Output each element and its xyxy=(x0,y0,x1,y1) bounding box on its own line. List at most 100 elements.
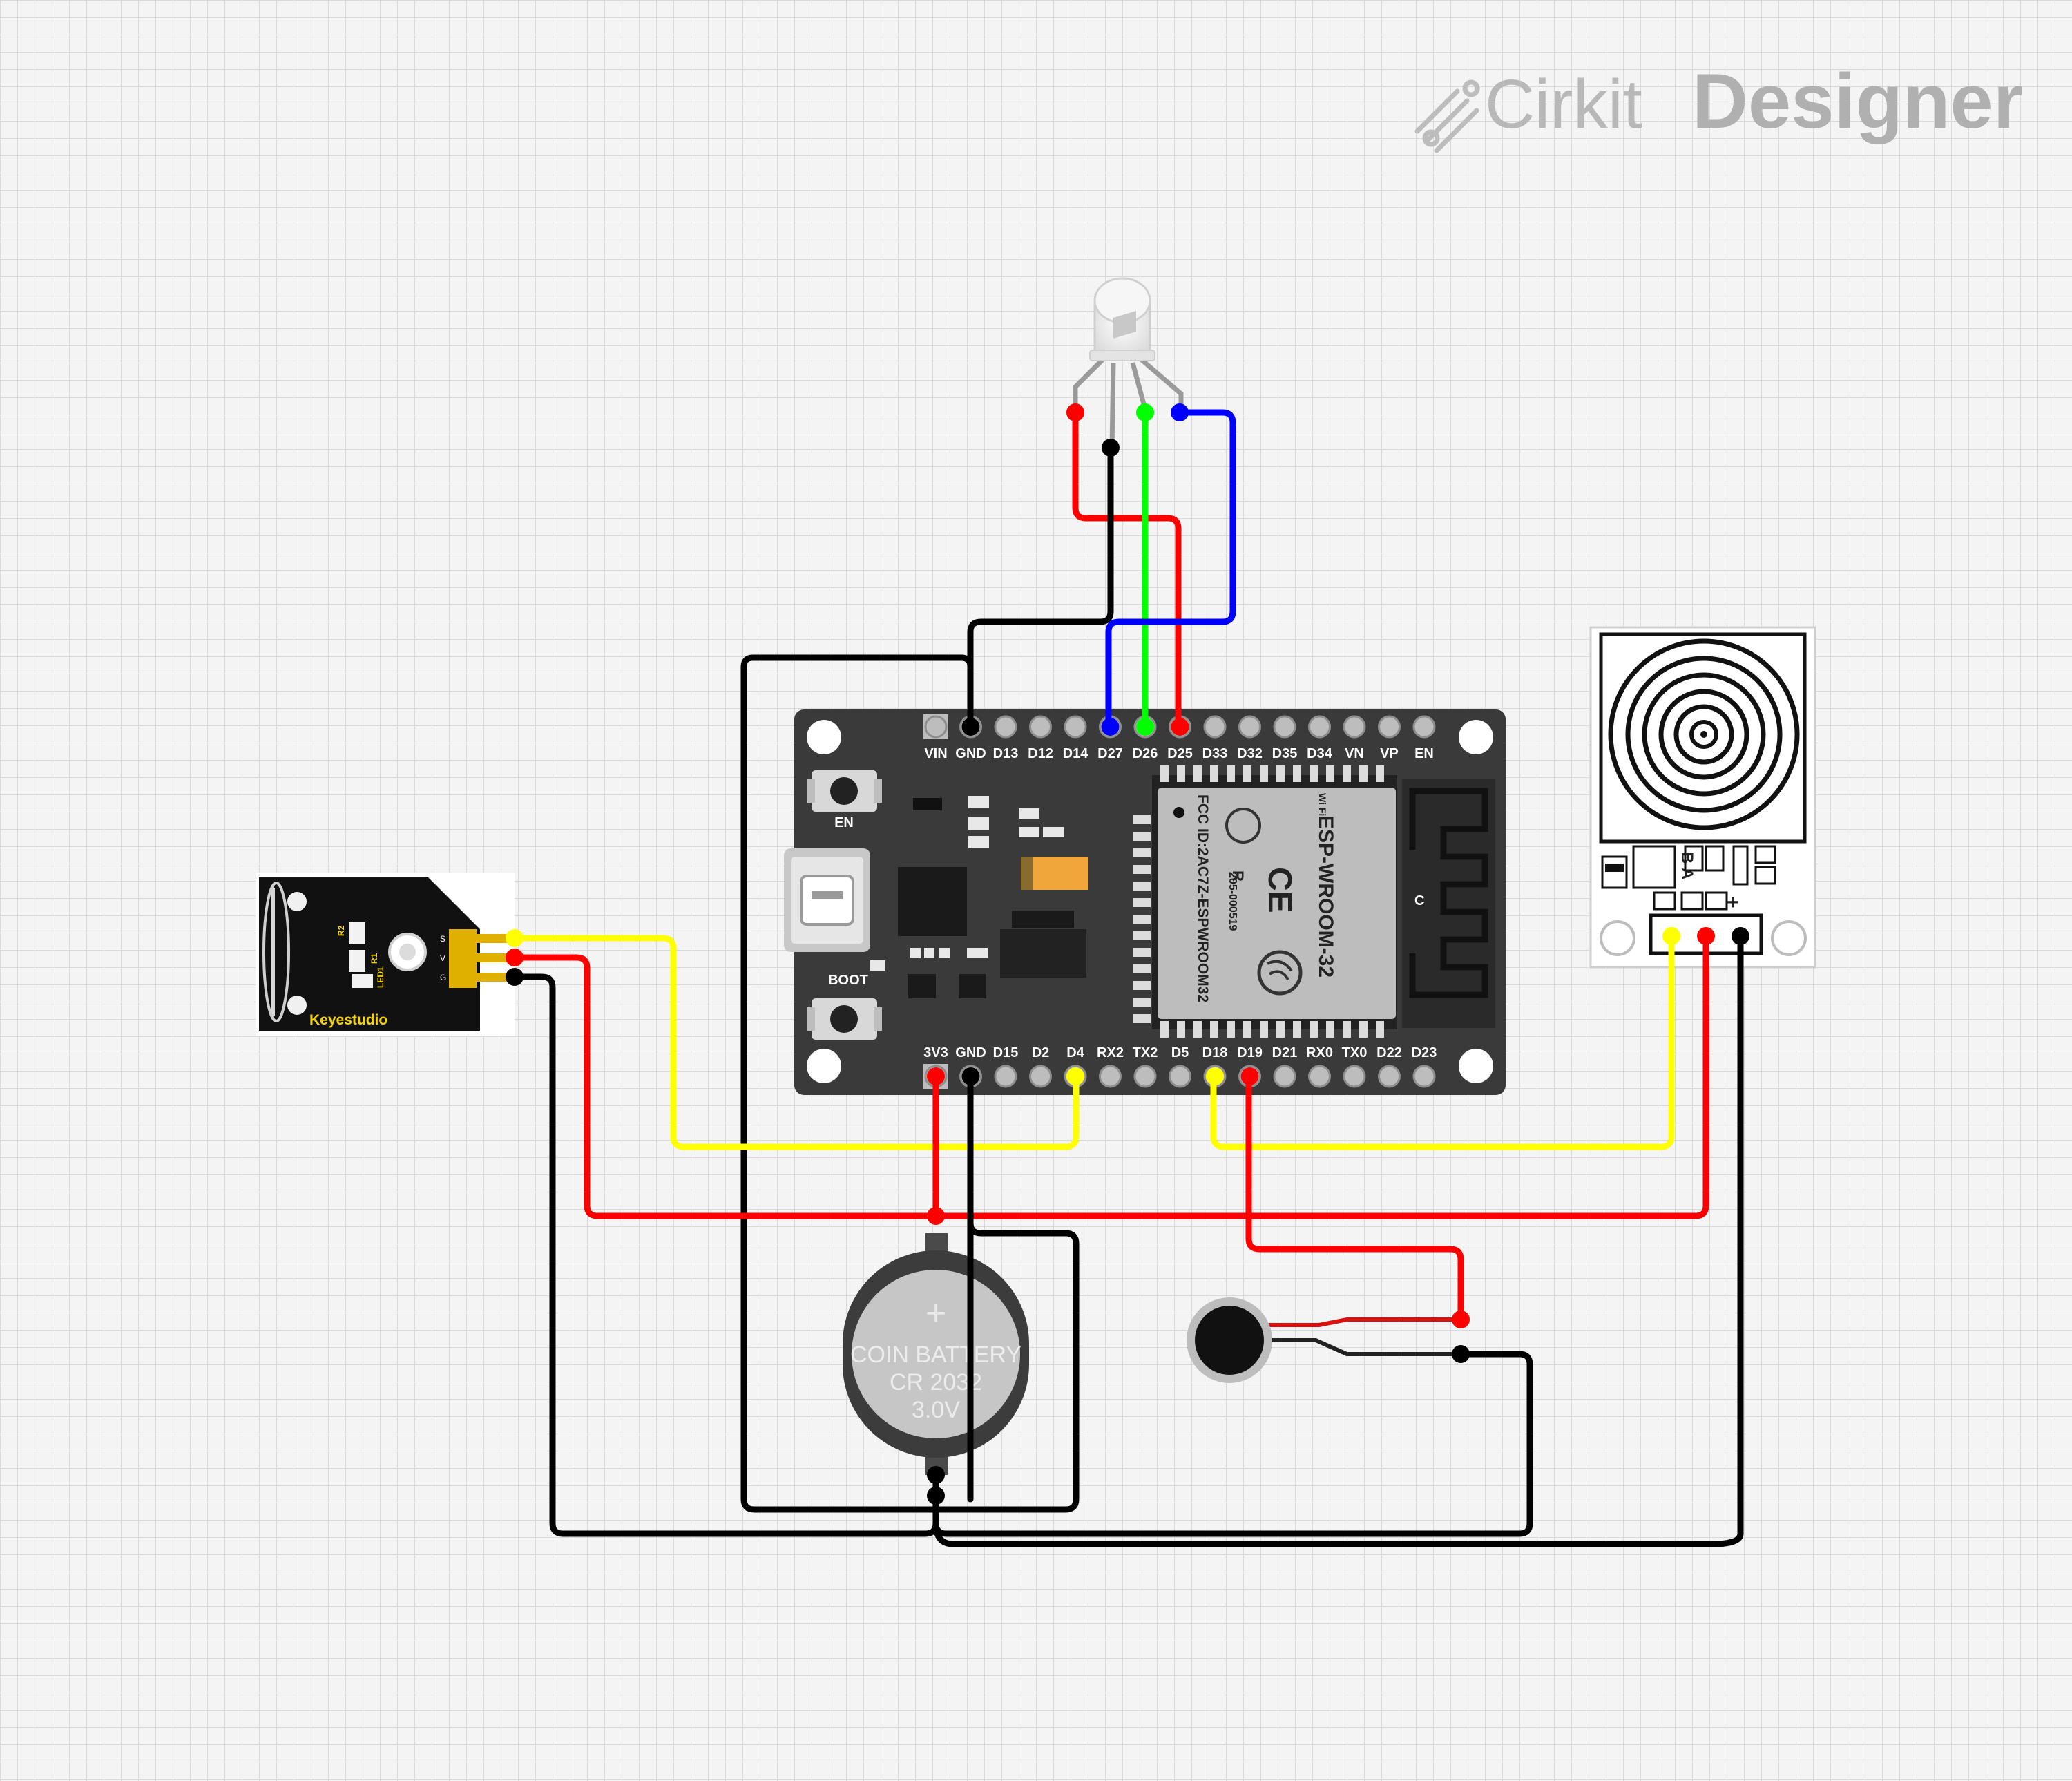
top-header-pin-vp[interactable] xyxy=(1378,715,1401,739)
espressif-logo-icon xyxy=(1257,950,1303,996)
battery-plus: + xyxy=(925,1293,946,1333)
pin-s[interactable]: S xyxy=(440,934,515,944)
vibration-motor[interactable] xyxy=(1187,1297,1461,1383)
smd-transistor xyxy=(908,974,936,998)
module-sensor-lens xyxy=(399,944,416,960)
module-r-mark: R xyxy=(1229,870,1247,882)
coin-battery[interactable]: + COIN BATTERY CR 2032 3.0V xyxy=(843,1233,1029,1475)
bottom-header-pin-d2[interactable] xyxy=(1029,1065,1052,1088)
bottom-header-pin-label: TX0 xyxy=(1342,1045,1368,1060)
bottom-header-pin-d5[interactable] xyxy=(1169,1065,1191,1088)
touch-pad-ring xyxy=(1642,672,1766,797)
wire-led-red[interactable] xyxy=(1072,409,1182,730)
keyestudio-sensor-module[interactable]: R2 R1 LED1 Keyestudio S V G xyxy=(256,873,515,1036)
module-brand: Keyestudio xyxy=(309,1012,387,1028)
smd-component xyxy=(1653,891,1676,911)
bottom-header-pin-d15[interactable] xyxy=(994,1065,1017,1088)
boot-button[interactable] xyxy=(807,998,882,1040)
mount-hole xyxy=(1771,920,1807,956)
wire-gnd-loop[interactable] xyxy=(740,654,1080,1513)
wire-motor-signal[interactable] xyxy=(1245,1073,1464,1323)
led-leg xyxy=(1109,362,1116,450)
top-header-pin-d35[interactable] xyxy=(1273,715,1296,739)
mount-hole xyxy=(807,1049,841,1083)
regulator-tab xyxy=(1012,911,1074,928)
smd-component xyxy=(1705,845,1725,872)
mount-hole xyxy=(1600,920,1635,956)
touch-pad-center xyxy=(1700,731,1707,738)
bottom-header-pin-label: D21 xyxy=(1272,1045,1298,1060)
en-button[interactable] xyxy=(807,770,882,812)
bottom-header-pin-label: TX2 xyxy=(1133,1045,1158,1060)
pin-g[interactable]: G xyxy=(440,973,515,982)
smd-resistor xyxy=(349,922,365,944)
top-header-pin-label: D33 xyxy=(1202,746,1228,761)
smd-component xyxy=(913,798,942,810)
top-header-pin-d12[interactable] xyxy=(1029,715,1052,739)
wire-motor-gnd[interactable] xyxy=(932,1351,1533,1537)
mount-hole xyxy=(1459,720,1493,754)
mount-hole xyxy=(807,720,841,754)
silk-r1: R1 xyxy=(370,953,379,964)
top-header-pin-vin[interactable] xyxy=(923,714,948,739)
pin-s-label: S xyxy=(440,934,445,944)
top-header-pin-label: D34 xyxy=(1307,746,1333,761)
wire-touch-signal[interactable] xyxy=(1210,933,1675,1150)
battery-line2: CR 2032 xyxy=(890,1369,982,1396)
top-header-pin-label: D12 xyxy=(1028,746,1053,761)
top-header-pin-label: VIN xyxy=(924,746,947,761)
bottom-header-pin-rx2[interactable] xyxy=(1099,1065,1122,1088)
wires xyxy=(511,409,1744,1547)
pin-v[interactable]: V xyxy=(440,953,515,963)
touch-sensor-module[interactable]: B A + xyxy=(1589,626,1816,969)
top-header-pin-label: GND xyxy=(955,746,986,761)
motor-face xyxy=(1195,1306,1264,1375)
bottom-header-pin-tx0[interactable] xyxy=(1343,1065,1366,1088)
battery-line1: COIN BATTERY xyxy=(850,1342,1021,1368)
top-header-pin-d32[interactable] xyxy=(1238,715,1261,739)
smd-component xyxy=(910,948,921,958)
top-header-pin-d14[interactable] xyxy=(1064,715,1087,739)
top-header-pin-vn[interactable] xyxy=(1343,715,1366,739)
touch-pad-ring xyxy=(1689,720,1718,749)
led-die xyxy=(1113,311,1136,339)
usb-uart-chip xyxy=(898,867,967,936)
wire-sensor-gnd[interactable] xyxy=(511,973,939,1537)
touch-pad-ring xyxy=(1673,704,1734,765)
wire-led-black[interactable] xyxy=(967,446,1114,730)
led-base xyxy=(1089,350,1155,361)
top-header-pin-label: VP xyxy=(1380,746,1399,761)
voltage-regulator xyxy=(1000,929,1086,978)
wire-sensor-vcc[interactable] xyxy=(511,933,1709,1219)
wire-led-blue[interactable] xyxy=(1105,409,1236,730)
wire-sensor-signal[interactable] xyxy=(511,935,1080,1150)
antenna-label: C xyxy=(1414,893,1424,908)
bottom-header-pin-d22[interactable] xyxy=(1378,1065,1401,1088)
top-header-pin-label: D26 xyxy=(1133,746,1158,761)
smd-component xyxy=(1705,891,1728,911)
smd-component xyxy=(1732,845,1749,886)
top-header-pin-d33[interactable] xyxy=(1203,715,1227,739)
smd-component xyxy=(968,836,989,848)
bottom-header-pin-d23[interactable] xyxy=(1412,1065,1436,1088)
top-header-pin-label: D32 xyxy=(1237,746,1263,761)
top-header-pin-label: D27 xyxy=(1097,746,1123,761)
silk-plus: + xyxy=(1727,891,1739,914)
mount-hole xyxy=(287,996,307,1015)
top-header-pin-d13[interactable] xyxy=(994,715,1017,739)
top-header-pin-en[interactable] xyxy=(1412,715,1436,739)
top-header-pin-label: VN xyxy=(1345,746,1364,761)
bottom-header-pin-rx0[interactable] xyxy=(1308,1065,1331,1088)
wire-endpoints xyxy=(506,403,1749,1505)
bottom-header-pin-label: D15 xyxy=(993,1045,1019,1060)
smd-component xyxy=(1019,808,1039,819)
top-header-pin-label: D14 xyxy=(1063,746,1089,761)
bottom-header-pin-label: D22 xyxy=(1376,1045,1402,1060)
battery-line3: 3.0V xyxy=(912,1397,960,1423)
bottom-header-pin-tx2[interactable] xyxy=(1133,1065,1157,1088)
top-header-pin-d34[interactable] xyxy=(1308,715,1331,739)
brand-light: Cirkit xyxy=(1485,66,1642,143)
bottom-header-pin-d21[interactable] xyxy=(1273,1065,1296,1088)
